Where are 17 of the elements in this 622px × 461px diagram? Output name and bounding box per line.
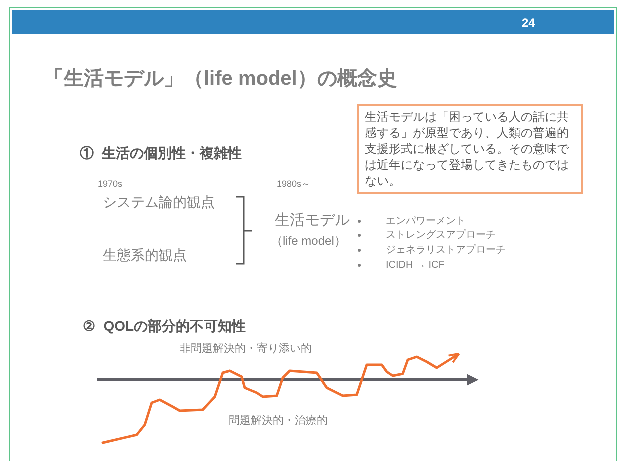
section-heading: ① 生活の個別性・複雑性 (80, 144, 242, 163)
axis-label: 問題解決的・治療的 (229, 414, 328, 429)
viewpoint-label: 生態系的観点 (103, 246, 187, 265)
era-label: 1980s～ (277, 178, 311, 191)
slide-title: 「生活モデル」（life model）の概念史 (44, 67, 398, 92)
section-heading: ② QOLの部分的不可知性 (83, 317, 246, 336)
list-item: ICIDH → ICF (386, 259, 445, 273)
callout-box: 生活モデルは「困っている人の話に共感する」が原型であり、人類の普遍的支援形式に根ざしている。その意味では近年になって登場してきたものではない。 (357, 104, 583, 194)
model-subtitle: （life model） (271, 233, 346, 250)
axis-label: 非問題解決的・寄り添い的 (180, 342, 312, 357)
list-item: エンパワーメント (386, 215, 466, 229)
viewpoint-label: システム論的観点 (103, 193, 215, 212)
list-item: ストレングスアプローチ (386, 228, 496, 243)
era-label: 1970s (98, 178, 123, 191)
page-number: 24 (522, 15, 536, 32)
list-item: ジェネラリストアプローチ (386, 244, 506, 258)
model-label: 生活モデル (275, 211, 350, 231)
